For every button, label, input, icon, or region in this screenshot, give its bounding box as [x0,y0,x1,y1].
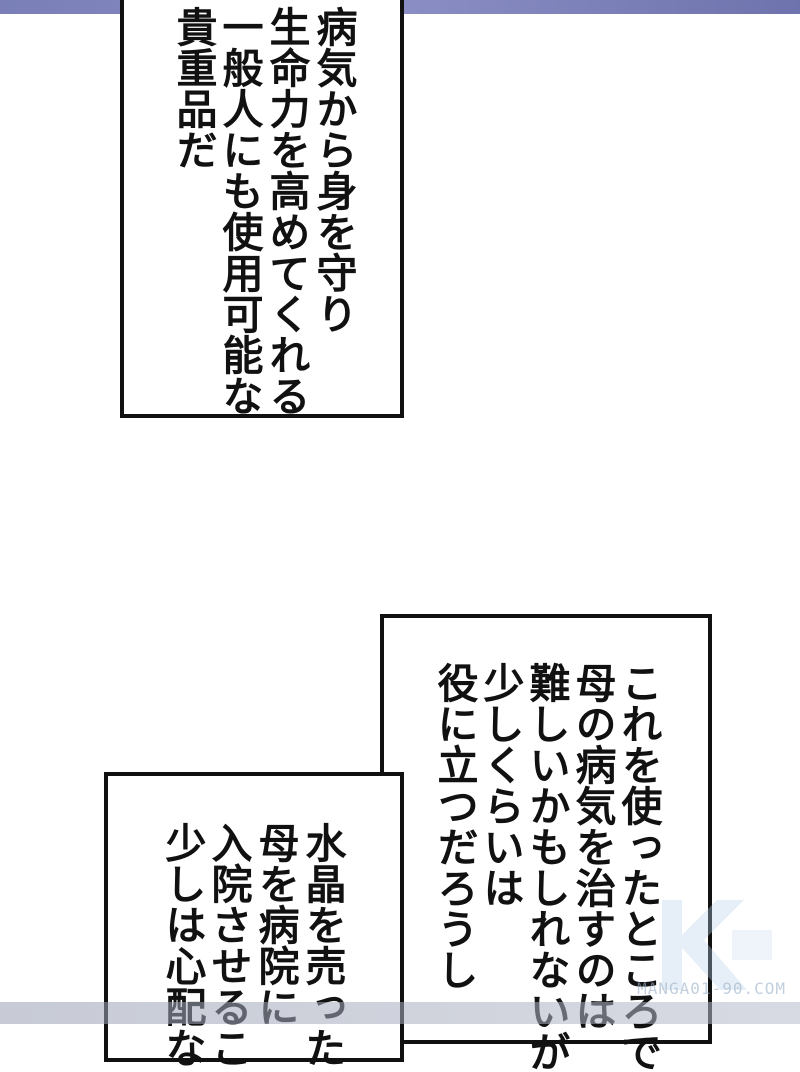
narration-1-line-1: 病気から身を守り [309,6,357,334]
narration-2-line-5: 役に立つだろうし [430,662,478,990]
narration-3-line-1: 水晶を売った [298,822,346,1068]
narration-3-line-4: 少しは心配な [158,822,206,1068]
narration-box-1 [120,0,404,418]
narration-1-line-2: 生命力を高めてくれる [262,6,310,416]
watermark-logo-icon [662,900,772,990]
bottom-artwork-strip [0,1002,800,1024]
narration-3-line-2: 母を病院に [251,822,299,1027]
narration-2-line-4: 少しくらいは [476,662,524,908]
narration-1-line-4: 貴重品だ [169,6,217,170]
watermark-text: MANGA01-90.COM [637,979,786,998]
narration-1-line-3: 一般人にも使用可能な [215,6,263,416]
narration-2-line-2: 母の病気を治すのは [568,662,616,1031]
narration-3-line-3: 入院させるこ [204,822,252,1068]
